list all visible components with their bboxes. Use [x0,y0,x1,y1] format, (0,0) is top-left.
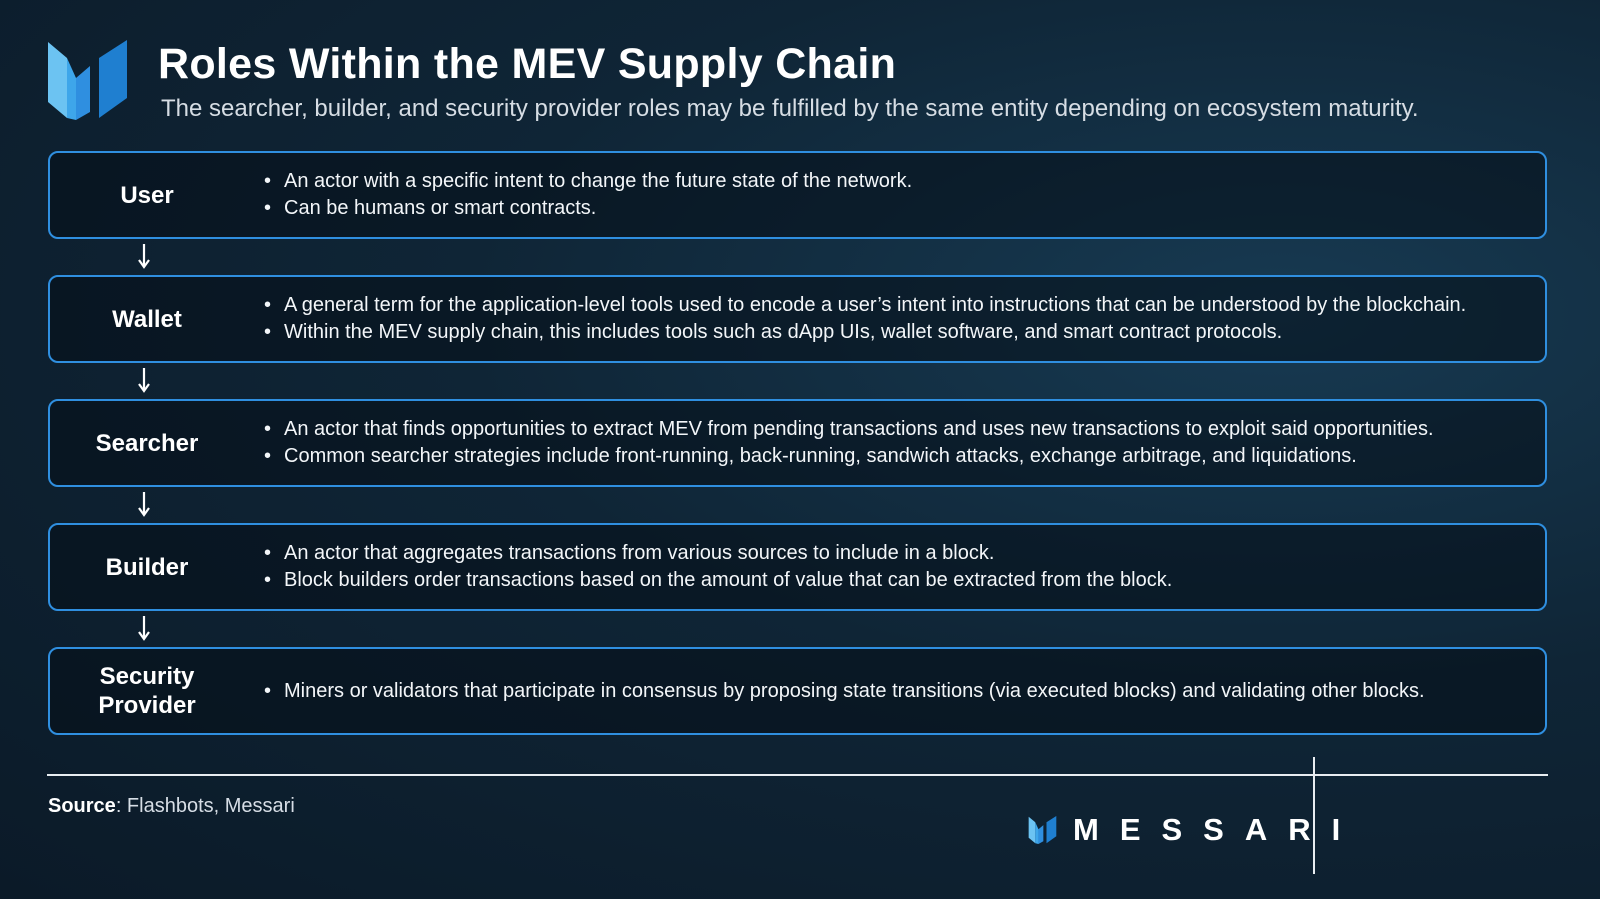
arrow-down-icon [138,368,150,393]
role-box-wallet: Wallet A general term for the applicatio… [48,275,1547,363]
arrow-down-icon [138,492,150,517]
page-title: Roles Within the MEV Supply Chain [158,40,897,88]
role-bullet: An actor that finds opportunities to ext… [264,416,1434,443]
role-name: Security Provider [50,662,244,720]
role-bullet: An actor with a specific intent to chang… [264,168,912,195]
source-text: : Flashbots, Messari [115,795,295,817]
role-bullets: An actor that aggregates transactions fr… [244,540,1172,594]
flow-arrow [48,611,242,647]
role-bullets: Miners or validators that participate in… [244,678,1425,705]
role-bullet: Common searcher strategies include front… [264,443,1434,470]
footer-divider [47,774,1548,776]
role-name: Searcher [95,429,199,457]
role-name: User [120,181,174,209]
arrow-down-icon [138,616,150,641]
role-bullets: An actor that finds opportunities to ext… [244,416,1434,470]
supply-chain-flow: User An actor with a specific intent to … [48,151,1547,735]
page-subtitle: The searcher, builder, and security prov… [161,95,1419,122]
role-bullet: A general term for the application-level… [264,292,1466,319]
role-bullets: An actor with a specific intent to chang… [244,168,912,222]
brand-lockup: MESSARI [1027,812,1361,848]
role-box-user: User An actor with a specific intent to … [48,151,1547,239]
role-box-builder: Builder An actor that aggregates transac… [48,523,1547,611]
role-name-line: Security [99,663,195,690]
source-note: Source: Flashbots, Messari [48,795,295,818]
messari-logo-icon [48,40,127,120]
source-label: Source [48,795,116,817]
role-name: Builder [105,553,189,581]
flow-arrow [48,487,242,523]
arrow-down-icon [138,244,150,269]
footer-vertical-divider [1313,757,1315,874]
role-name-line: Provider [98,692,196,719]
messari-mark-icon [1028,816,1057,844]
flow-arrow [48,239,242,275]
role-bullets: A general term for the application-level… [244,292,1466,346]
role-bullet: Block builders order transactions based … [264,567,1172,594]
brand-wordmark: MESSARI [1073,812,1362,847]
role-bullet: An actor that aggregates transactions fr… [264,540,1172,567]
role-name: Wallet [112,305,182,333]
role-box-security-provider: Security Provider Miners or validators t… [48,647,1547,735]
role-bullet: Miners or validators that participate in… [264,678,1425,705]
role-bullet: Can be humans or smart contracts. [264,195,912,222]
flow-arrow [48,363,242,399]
role-bullet: Within the MEV supply chain, this includ… [264,319,1466,346]
role-box-searcher: Searcher An actor that finds opportuniti… [48,399,1547,487]
